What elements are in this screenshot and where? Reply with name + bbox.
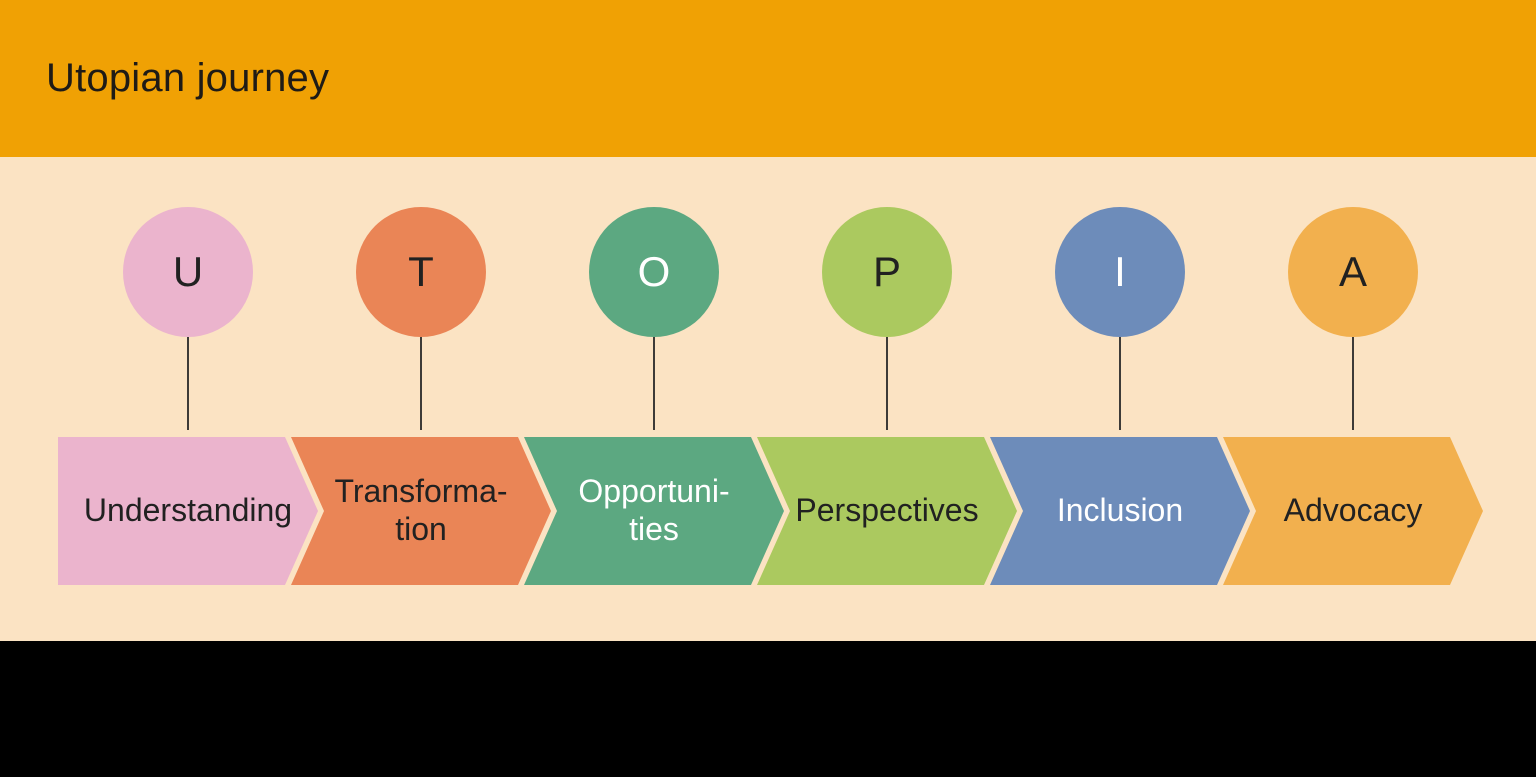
content-area: U Understanding T Transforma- tion O Opp… <box>0 157 1536 641</box>
step-arrow: Understanding <box>58 437 318 585</box>
step-opportunities: O Opportuni- ties <box>524 157 784 641</box>
step-label: Advocacy <box>1283 492 1423 529</box>
connector-line <box>1119 337 1121 430</box>
step-circle: P <box>822 207 952 337</box>
step-letter: A <box>1338 248 1367 295</box>
connector-line <box>187 337 189 430</box>
step-transformation: T Transforma- tion <box>291 157 551 641</box>
step-arrow: Inclusion <box>990 437 1250 585</box>
header-bar: Utopian journey <box>0 0 1536 157</box>
connector-line <box>1352 337 1354 430</box>
connector-line <box>420 337 422 430</box>
step-circle: T <box>356 207 486 337</box>
step-letter: O <box>637 248 671 295</box>
step-arrow: Advocacy <box>1223 437 1483 585</box>
step-arrow: Opportuni- ties <box>524 437 784 585</box>
slide-title: Utopian journey <box>46 56 330 100</box>
step-circle: U <box>123 207 253 337</box>
footer-bar <box>0 641 1536 777</box>
step-circle: I <box>1055 207 1185 337</box>
step-letter: P <box>872 248 901 295</box>
step-label: Inclusion <box>1056 492 1184 529</box>
step-circle: A <box>1288 207 1418 337</box>
step-label: Transforma- tion <box>334 473 508 547</box>
step-letter: I <box>1114 248 1126 295</box>
step-circle: O <box>589 207 719 337</box>
step-inclusion: I Inclusion <box>990 157 1250 641</box>
step-perspectives: P Perspectives <box>757 157 1017 641</box>
step-label: Understanding <box>83 492 293 529</box>
step-label: Perspectives <box>795 492 979 529</box>
step-label: Opportuni- ties <box>578 473 730 547</box>
step-arrow: Perspectives <box>757 437 1017 585</box>
step-understanding: U Understanding <box>58 157 318 641</box>
step-letter: T <box>408 248 434 295</box>
connector-line <box>653 337 655 430</box>
step-advocacy: A Advocacy <box>1223 157 1483 641</box>
step-letter: U <box>172 248 204 295</box>
step-arrow: Transforma- tion <box>291 437 551 585</box>
connector-line <box>886 337 888 430</box>
